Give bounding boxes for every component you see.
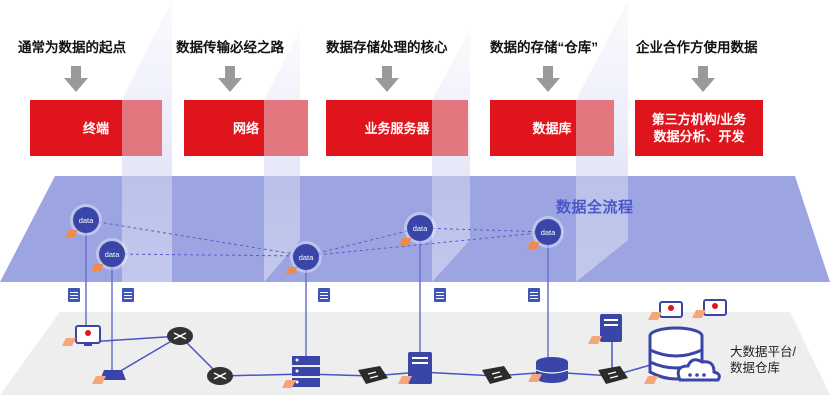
- monitor-icon: [62, 325, 101, 346]
- box-terminal-label: 终端: [82, 120, 109, 136]
- plane-title: 数据全流程: [556, 199, 634, 216]
- box-third-party-line1: 第三方机构/业务: [651, 112, 747, 127]
- server-rack-icon: [282, 356, 320, 388]
- caption-business-server: 数据存储处理的核心: [326, 40, 448, 55]
- database-icon: [528, 357, 569, 383]
- box-third-party-line2: 数据分析、开发: [653, 129, 745, 144]
- beam-overlay-3: [432, 100, 468, 156]
- data-node-1: data: [73, 207, 99, 233]
- laptop-icon: [92, 370, 126, 384]
- box-third-party: 第三方机构/业务 数据分析、开发: [635, 100, 763, 156]
- drop-lines: [85, 228, 549, 372]
- router-icon-2: [207, 367, 233, 385]
- box-database-label: 数据库: [532, 120, 572, 136]
- document-icon-3: [318, 288, 330, 302]
- beam-overlay-1: [122, 100, 162, 156]
- switch-icon-2: [482, 366, 512, 384]
- caption-database: 数据的存储“仓库”: [490, 40, 598, 55]
- beam-3: [432, 30, 470, 282]
- data-flow-lines: [85, 219, 549, 257]
- switch-icon-3: [598, 366, 628, 384]
- beam-2: [264, 30, 300, 282]
- box-network-label: 网络: [232, 120, 259, 136]
- tower-server-icon: [398, 352, 432, 384]
- monitor-icon-2: [648, 301, 683, 320]
- tower-server-icon-2: [588, 314, 622, 344]
- caption-third-party: 企业合作方使用数据: [636, 40, 758, 55]
- data-warehouse-icon: [644, 326, 721, 384]
- down-arrow-icons: [64, 66, 715, 92]
- document-icon-1: [68, 288, 80, 302]
- box-business-server-label: 业务服务器: [364, 120, 430, 136]
- platform-label: 大数据平台/ 数据仓库: [730, 344, 796, 376]
- document-icon-5: [528, 288, 540, 302]
- beam-overlay-4: [576, 100, 614, 156]
- data-node-2: data: [99, 241, 125, 267]
- platform-label-line1: 大数据平台/: [730, 345, 796, 359]
- data-node-3: data: [293, 244, 319, 270]
- router-icon-1: [167, 327, 193, 345]
- document-icon-2: [122, 288, 134, 302]
- caption-terminal: 通常为数据的起点: [18, 40, 126, 55]
- data-node-4: data: [407, 215, 433, 241]
- monitor-icon-3: [692, 299, 727, 318]
- beam-overlay-2: [264, 100, 308, 156]
- platform-label-line2: 数据仓库: [730, 361, 781, 375]
- caption-network: 数据传输必经之路: [176, 40, 284, 55]
- switch-icon-1: [358, 366, 388, 384]
- document-icon-4: [434, 288, 446, 302]
- data-node-5: data: [535, 219, 561, 245]
